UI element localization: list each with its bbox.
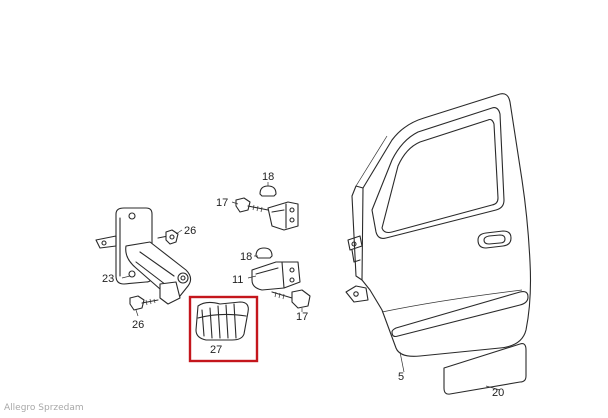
callout-17-upper: 17 [216,197,228,209]
callout-26-lower: 26 [132,319,144,331]
callout-17-lower: 17 [296,311,308,323]
lower-panel [443,343,527,395]
leader-lines [121,182,501,391]
lower-hinge [251,247,311,309]
callout-18-lower: 18 [240,251,252,263]
watermark: Allegro Sprzedam [4,403,84,413]
protective-cover-27 [195,301,249,341]
callout-27: 27 [210,344,222,356]
callout-26-upper: 26 [184,225,196,237]
bolt-26-upper [157,229,179,245]
callout-5: 5 [398,371,404,383]
bolt-26-lower [129,295,159,311]
callout-23: 23 [102,273,114,285]
callout-18-upper: 18 [262,171,274,183]
callout-20: 20 [492,387,504,399]
door-panel [345,93,532,357]
upper-hinge [235,185,299,231]
callout-11: 11 [232,274,243,286]
door-check-strap [95,207,192,305]
highlight-box [188,295,259,363]
